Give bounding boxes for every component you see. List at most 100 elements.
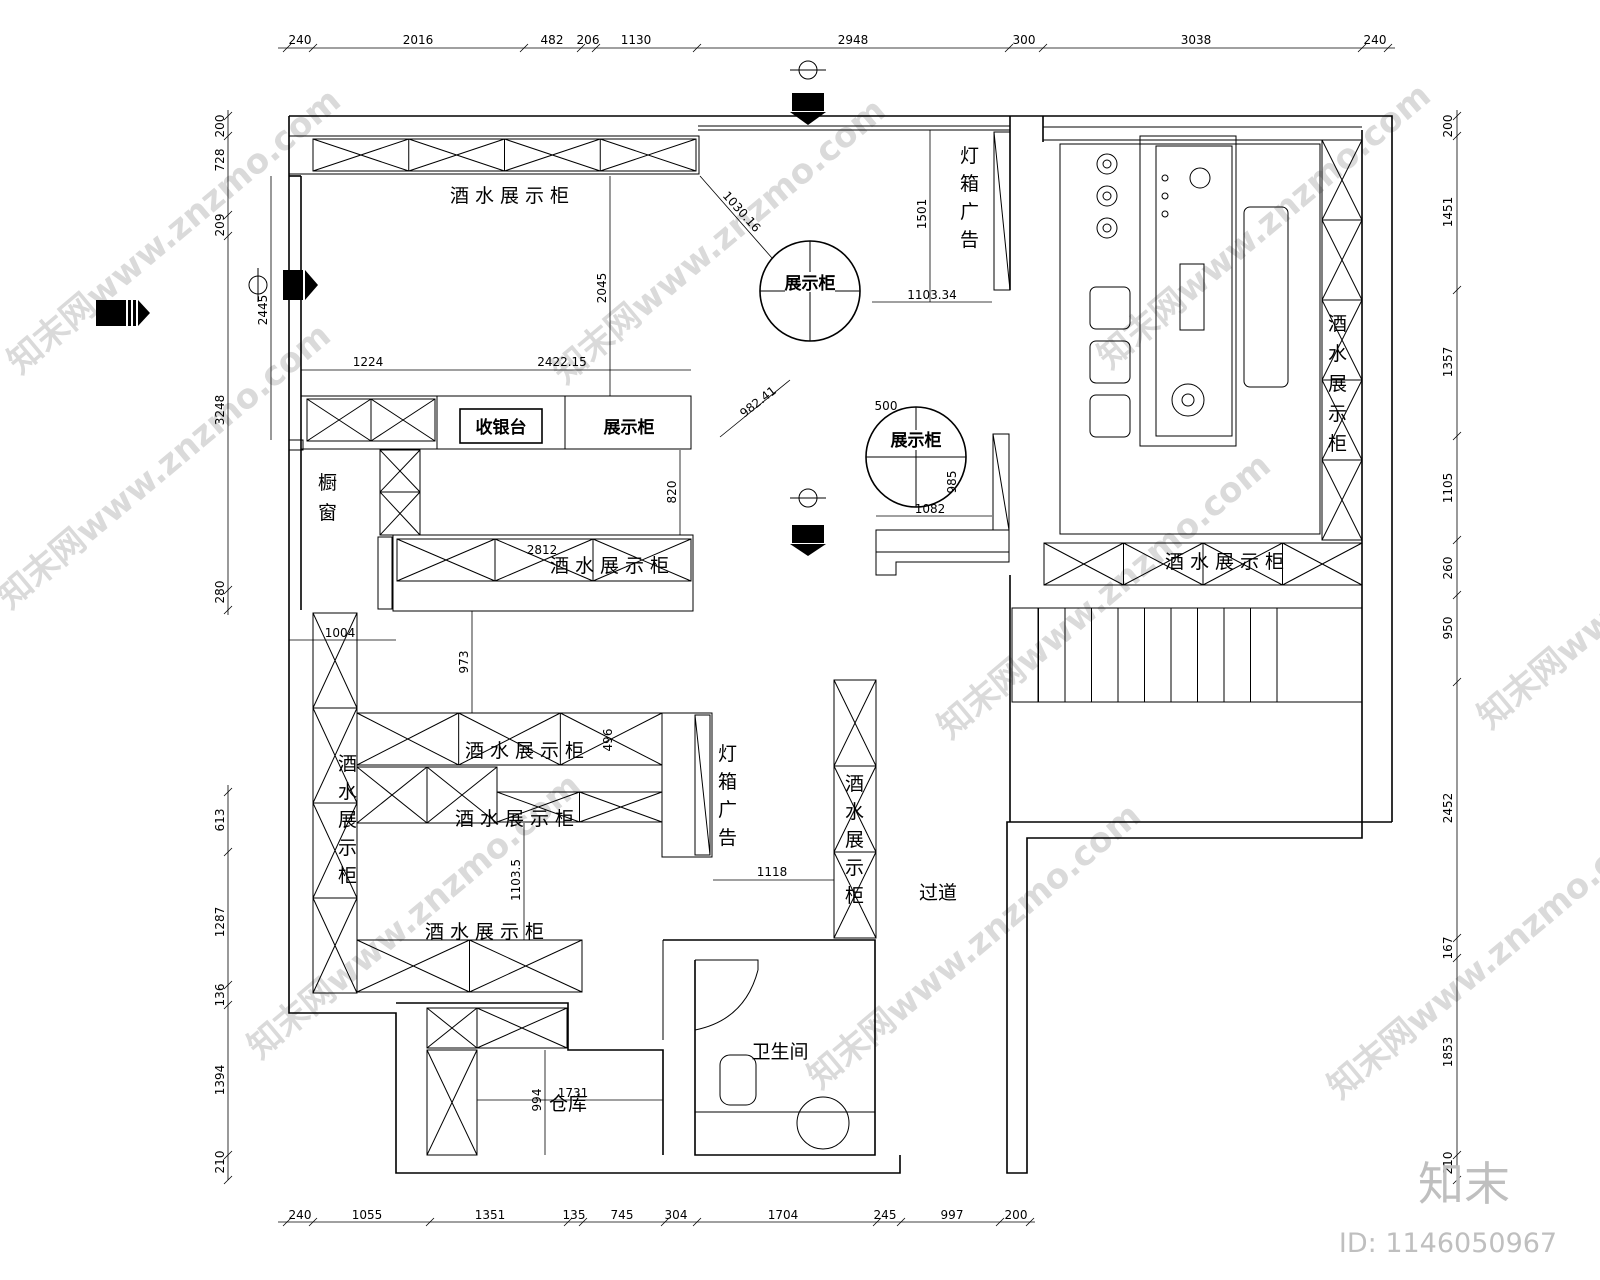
svg-text:1105: 1105	[1441, 473, 1455, 504]
svg-text:728: 728	[213, 149, 227, 172]
wine-display-cabinet-lower: 酒水展示柜	[356, 921, 583, 993]
svg-text:1004: 1004	[325, 626, 356, 640]
svg-text:1118: 1118	[757, 865, 788, 879]
entrance-arrow-icon	[283, 270, 318, 300]
svg-text:2812: 2812	[527, 543, 558, 557]
svg-text:136: 136	[213, 984, 227, 1007]
svg-text:1103.34: 1103.34	[907, 288, 957, 302]
svg-text:496: 496	[601, 729, 615, 752]
svg-text:613: 613	[213, 809, 227, 832]
svg-text:2016: 2016	[403, 33, 434, 47]
svg-text:展示柜: 展示柜	[785, 273, 836, 294]
svg-text:1394: 1394	[213, 1065, 227, 1096]
svg-text:950: 950	[1441, 617, 1455, 640]
svg-text:745: 745	[611, 1208, 634, 1222]
svg-text:1731: 1731	[558, 1086, 589, 1100]
svg-text:酒水展示柜: 酒水展示柜	[1328, 313, 1347, 455]
entrance-arrow-icon	[790, 525, 826, 556]
svg-text:2045: 2045	[595, 273, 609, 304]
svg-text:209: 209	[213, 214, 227, 237]
svg-text:1103.5: 1103.5	[509, 859, 523, 901]
svg-text:982.41: 982.41	[737, 383, 779, 420]
svg-text:酒水展示柜: 酒水展示柜	[1165, 551, 1284, 573]
watermark-text: 知末网www.znzmo.com	[1320, 805, 1600, 1107]
svg-text:1704: 1704	[768, 1208, 799, 1222]
svg-text:1451: 1451	[1441, 197, 1455, 228]
svg-text:3248: 3248	[213, 395, 227, 426]
svg-text:2948: 2948	[838, 33, 869, 47]
svg-text:280: 280	[213, 581, 227, 604]
restroom: 卫生间	[662, 939, 876, 1156]
svg-text:展示柜: 展示柜	[891, 430, 942, 451]
svg-text:200: 200	[1441, 115, 1455, 138]
wine-display-cabinet-middle: 酒水展示柜	[392, 534, 694, 612]
svg-text:304: 304	[665, 1208, 688, 1222]
entrance-arrow-icon	[96, 300, 150, 326]
svg-text:酒水展示柜: 酒水展示柜	[550, 555, 669, 577]
shop-window: 橱窗	[318, 449, 421, 610]
staircase	[1011, 607, 1363, 703]
svg-text:167: 167	[1441, 937, 1455, 960]
svg-text:3038: 3038	[1181, 33, 1212, 47]
svg-text:206: 206	[577, 33, 600, 47]
svg-text:200: 200	[213, 115, 227, 138]
svg-text:997: 997	[941, 1208, 964, 1222]
dimension-chain-left: 200 728 209 3248 280 613 1287 136 1394 2…	[213, 110, 233, 1185]
entrance-arrow-icon	[790, 93, 826, 125]
svg-text:820: 820	[665, 481, 679, 504]
svg-text:1357: 1357	[1441, 347, 1455, 378]
watermark-layer: 知末网www.znzmo.com 知末网www.znzmo.com 知末网www…	[0, 75, 1600, 1107]
svg-text:500: 500	[875, 399, 898, 413]
svg-text:2452: 2452	[1441, 793, 1455, 824]
svg-text:300: 300	[1013, 33, 1036, 47]
svg-text:260: 260	[1441, 557, 1455, 580]
svg-text:灯箱广告: 灯箱广告	[960, 145, 979, 251]
svg-text:酒水展示柜: 酒水展示柜	[425, 921, 544, 943]
svg-text:1224: 1224	[353, 355, 384, 369]
watermark-text: 知末网www.znzmo.com	[1470, 435, 1600, 737]
storage-label: 仓库	[549, 1093, 587, 1115]
svg-text:1351: 1351	[475, 1208, 506, 1222]
svg-text:1130: 1130	[621, 33, 652, 47]
round-display-cabinet: 展示柜	[865, 406, 967, 508]
storage-room: 仓库	[396, 1002, 664, 1156]
svg-text:245: 245	[874, 1208, 897, 1222]
pedestrian-icon	[248, 268, 268, 302]
svg-text:1287: 1287	[213, 907, 227, 938]
svg-text:210: 210	[213, 1151, 227, 1174]
lightbox-ad-top: 灯箱广告	[960, 131, 1011, 291]
display-cabinet-label: 展示柜	[604, 417, 655, 438]
svg-text:灯箱广告: 灯箱广告	[718, 743, 737, 849]
svg-text:橱窗: 橱窗	[318, 472, 337, 524]
wine-display-cabinet-bottom-right: 酒水展示柜	[1043, 542, 1363, 586]
corridor-label: 过道	[919, 882, 957, 904]
svg-text:240: 240	[289, 33, 312, 47]
pedestrian-icon	[790, 60, 826, 80]
round-display-cabinet: 展示柜	[759, 240, 861, 342]
svg-text:酒水展示柜: 酒水展示柜	[455, 808, 574, 830]
dimension-chain-right: 200 1451 1357 1105 260 950 2452 167 1853…	[1441, 110, 1462, 1185]
wine-display-cabinet-top: 酒水展示柜	[288, 135, 700, 207]
outer-walls	[288, 115, 1393, 1174]
watermark-logo: 知末	[1418, 1157, 1510, 1211]
wine-display-cabinet-left: 酒水展示柜	[312, 612, 358, 994]
svg-text:酒水展示柜: 酒水展示柜	[845, 773, 864, 907]
svg-text:240: 240	[289, 1208, 312, 1222]
svg-text:985: 985	[945, 471, 959, 494]
cashier-counter: 收银台 展示柜	[288, 395, 692, 451]
svg-text:酒水展示柜: 酒水展示柜	[465, 740, 584, 762]
lightbox-ad-small	[875, 433, 1010, 576]
svg-text:2422.15: 2422.15	[537, 355, 587, 369]
dimension-chain-bottom: 240 1055 1351 135 745 304 1704 245 997 2…	[278, 1208, 1035, 1227]
svg-text:1853: 1853	[1441, 1037, 1455, 1068]
svg-text:482: 482	[541, 33, 564, 47]
watermark-id: ID: 1146050967	[1339, 1228, 1557, 1259]
watermark-text: 知末网www.znzmo.com	[1090, 75, 1439, 377]
svg-text:1082: 1082	[915, 502, 946, 516]
pedestrian-icon	[790, 488, 826, 508]
cashier-label: 收银台	[476, 417, 527, 438]
svg-text:1055: 1055	[352, 1208, 383, 1222]
dimension-chain-top: 240 2016 482 206 1130 2948 300 3038 240	[278, 33, 1395, 53]
svg-text:酒水展示柜: 酒水展示柜	[338, 753, 357, 887]
svg-text:135: 135	[563, 1208, 586, 1222]
